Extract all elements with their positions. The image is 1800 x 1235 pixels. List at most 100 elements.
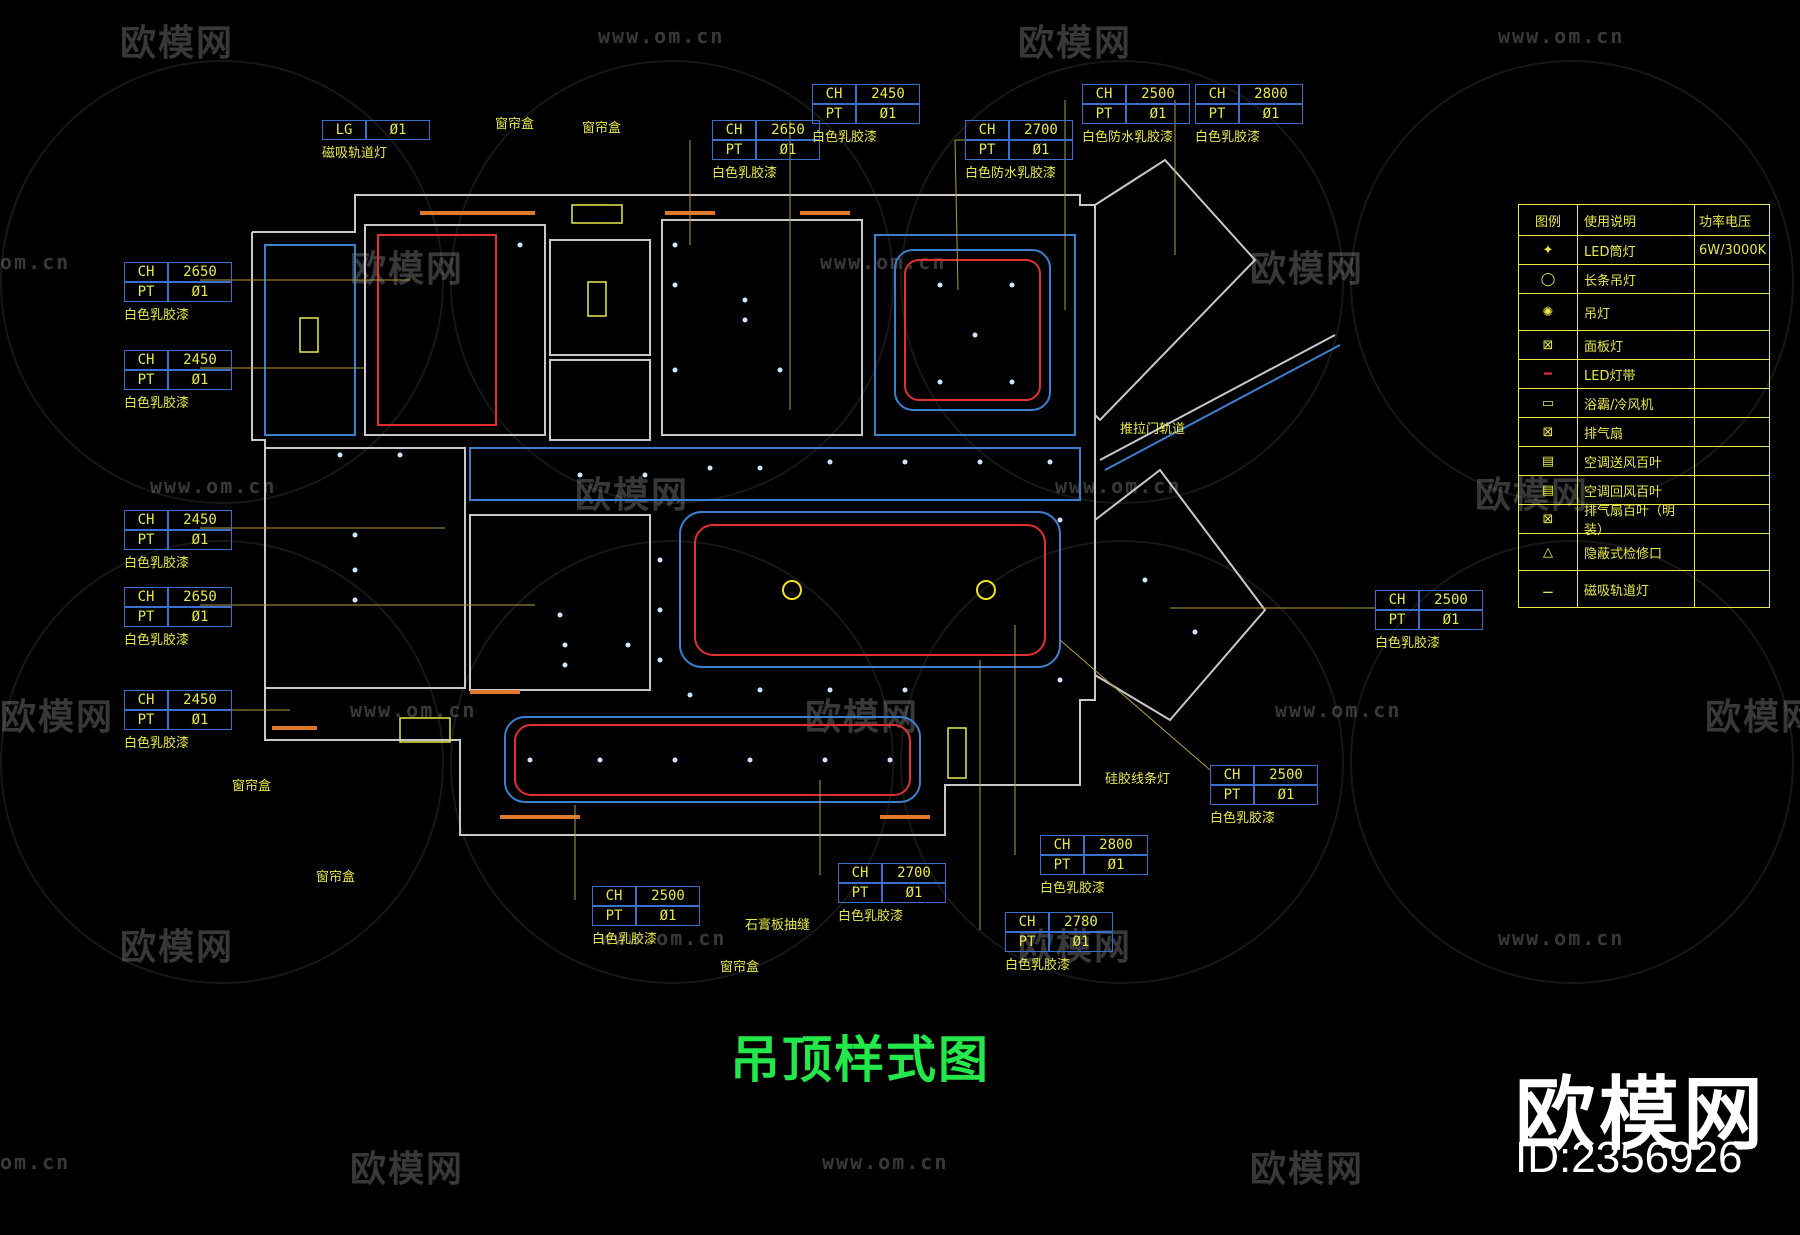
exhaust-fan-icon: ⊠ [1519, 418, 1578, 446]
tag-sub-value: Ø1 [882, 883, 946, 903]
tag-note: 磁吸轨道灯 [322, 146, 388, 161]
tag-code: CH [124, 587, 168, 607]
tag-note: 白色乳胶漆 [124, 556, 190, 571]
balcony-ceiling-outer [504, 716, 921, 803]
panel-light-box [399, 717, 451, 743]
tag-sub-code: PT [1082, 104, 1126, 124]
downlight [972, 332, 978, 338]
tag-sub-code: PT [812, 104, 856, 124]
curtain-box-bar [470, 690, 520, 694]
tag-code: CH [1195, 84, 1239, 104]
tag-sub-value: Ø1 [168, 370, 232, 390]
tag-code: CH [1040, 835, 1084, 855]
tag-note: 白色乳胶漆 [124, 633, 190, 648]
tag-sub-code: PT [1195, 104, 1239, 124]
tag-value: 2780 [1049, 912, 1113, 932]
legend-power [1695, 505, 1769, 533]
legend-row: ⚊磁吸轨道灯 [1519, 571, 1769, 607]
legend-row: ━LED灯带 [1519, 360, 1769, 389]
watermark-logo: 欧模网 [1018, 927, 1133, 968]
access-hatch-icon: △ [1519, 534, 1578, 570]
balcony-ceiling-led [514, 724, 911, 796]
downlight [1057, 677, 1063, 683]
room-left-bed [264, 447, 466, 689]
kitchen-ceiling-outer [894, 249, 1051, 411]
tag-note: 白色乳胶漆 [592, 932, 658, 947]
downlight [742, 317, 748, 323]
corridor [469, 447, 1081, 501]
brand-id: ID:2356926 [1515, 1133, 1743, 1182]
tag-code: CH [124, 350, 168, 370]
tag-code: CH [712, 120, 756, 140]
tag-note: 白色乳胶漆 [1210, 811, 1276, 826]
tag-note: 白色乳胶漆 [1195, 130, 1261, 145]
watermark-circle [450, 60, 894, 504]
watermark-circle [900, 540, 1344, 984]
tag-code: CH [965, 120, 1009, 140]
tag-sub-code: PT [712, 140, 756, 160]
watermark-logo: 欧模网 [1250, 249, 1365, 290]
tag-sub-value: Ø1 [1049, 932, 1113, 952]
downlight [902, 459, 908, 465]
curtain-box-bar [272, 726, 317, 730]
watermark-url: www.om.cn [820, 250, 947, 274]
tag-value: 2450 [168, 510, 232, 530]
downlight [1047, 459, 1053, 465]
legend-desc: 排气扇百叶（明装） [1578, 504, 1695, 538]
label-curtain-box: 窗帘盒 [495, 117, 535, 132]
tag-sub-value: Ø1 [1239, 104, 1303, 124]
watermark-logo: 欧模网 [350, 1149, 465, 1190]
watermark-url: www.om.cn [598, 24, 725, 48]
kitchen-ceiling-led [904, 259, 1041, 401]
legend-row: ✺吊灯 [1519, 294, 1769, 331]
tag-note: 白色防水乳胶漆 [965, 166, 1057, 181]
downlight [577, 472, 583, 478]
tag-code: CH [838, 863, 882, 883]
legend-power [1695, 360, 1769, 388]
watermark-circle [450, 540, 894, 984]
tag-value: 2800 [1239, 84, 1303, 104]
living-ceiling-outer [679, 511, 1061, 668]
downlight [397, 452, 403, 458]
watermark-url: www.om.cn [1498, 24, 1625, 48]
watermark-url: www.om.cn [822, 1150, 949, 1174]
tag-note: 白色乳胶漆 [124, 736, 190, 751]
downlight [902, 687, 908, 693]
tag-value: 2500 [1254, 765, 1318, 785]
watermark-logo: 欧模网 [120, 927, 235, 968]
curtain-box-bar [500, 815, 580, 819]
drawing-title: 吊顶样式图 [730, 1031, 990, 1089]
tag-value: 2700 [882, 863, 946, 883]
legend-desc: 空调回风百叶 [1578, 476, 1695, 504]
tag-code: CH [1375, 590, 1419, 610]
legend-desc: 长条吊灯 [1578, 265, 1695, 293]
tag-sub-value: Ø1 [1084, 855, 1148, 875]
legend-power [1695, 447, 1769, 475]
downlight [527, 757, 533, 763]
downlight [757, 687, 763, 693]
legend-desc: 面板灯 [1578, 331, 1695, 359]
led-strip-icon: ━ [1519, 360, 1578, 388]
tag-sub-value: Ø1 [856, 104, 920, 124]
legend-power [1695, 476, 1769, 504]
downlight [672, 282, 678, 288]
downlight [352, 597, 358, 603]
downlight [827, 687, 833, 693]
watermark-url: om.cn [0, 250, 71, 274]
tag-note: 白色乳胶漆 [712, 166, 778, 181]
tag-value: 2500 [1419, 590, 1483, 610]
room-bath1 [549, 239, 651, 356]
downlight [562, 642, 568, 648]
tag-sub-value: Ø1 [636, 906, 700, 926]
watermark-logo: 欧模网 [120, 23, 235, 64]
legend-desc: LED筒灯 [1578, 236, 1695, 264]
label-gypsum-seam: 石膏板抽缝 [745, 918, 811, 933]
